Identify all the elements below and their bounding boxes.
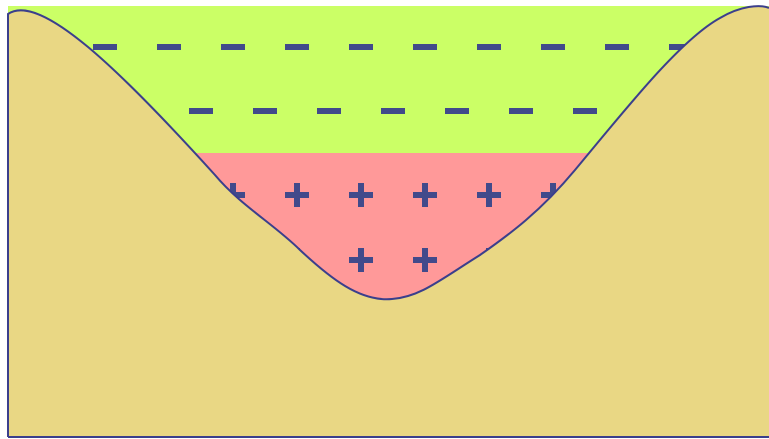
minus-sign <box>573 108 597 114</box>
minus-sign <box>541 44 565 50</box>
minus-sign <box>381 108 405 114</box>
minus-sign <box>317 108 341 114</box>
minus-sign <box>253 108 277 114</box>
minus-sign <box>509 108 533 114</box>
minus-sign <box>477 44 501 50</box>
minus-sign <box>157 44 181 50</box>
minus-sign <box>285 44 309 50</box>
minus-sign <box>605 44 629 50</box>
minus-sign <box>349 44 373 50</box>
minus-sign <box>413 44 437 50</box>
minus-sign <box>189 108 213 114</box>
minus-sign <box>93 44 117 50</box>
minus-sign <box>221 44 245 50</box>
minus-sign <box>445 108 469 114</box>
